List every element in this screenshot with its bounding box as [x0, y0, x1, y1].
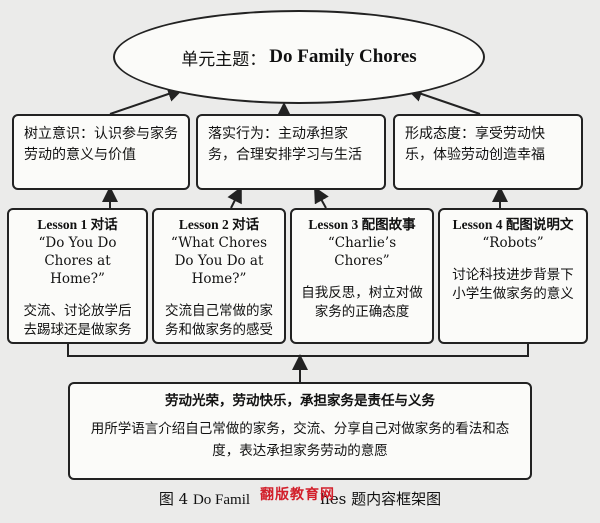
summary-title: 劳动光荣，劳动快乐，承担家务是责任与义务 — [165, 393, 435, 409]
goal-awareness: 树立意识：认识参与家务劳动的意义与价值 — [12, 114, 190, 190]
lesson-desc: 交流自己常做的家务和做家务的感受 — [165, 303, 273, 338]
arrow-l2 — [227, 186, 242, 209]
lesson-desc: 自我反思，树立对做家务的正确态度 — [301, 285, 423, 320]
goal-text: 形成态度：享受劳动快乐，体验劳动创造幸福 — [405, 126, 545, 163]
arrow-l3 — [314, 186, 329, 209]
figure-caption: 图 4 Do Famil hes 题内容框架图 — [0, 488, 600, 509]
summary-body: 用所学语言介绍自己常做的家务，交流、分享自己对做家务的看法和态度，表达承担家务劳… — [90, 421, 510, 459]
lesson-head: Lesson 1 对话 — [37, 217, 118, 232]
bracket-line — [67, 344, 529, 357]
arrow-goal3-to-theme — [406, 86, 481, 115]
lesson-2: Lesson 2 对话 “What Chores Do You Do at Ho… — [152, 208, 286, 344]
lesson-1: Lesson 1 对话 “Do You Do Chores at Home?” … — [7, 208, 148, 344]
lesson-title: “Robots” — [482, 235, 544, 251]
arrow-goal1-to-theme — [109, 86, 184, 115]
goal-text: 树立意识：认识参与家务劳动的意义与价值 — [24, 126, 178, 163]
goal-action: 落实行为：主动承担家务，合理安排学习与生活 — [196, 114, 386, 190]
unit-theme: 单元主题： Do Family Chores — [113, 10, 485, 104]
lesson-title: “What Chores Do You Do at Home?” — [170, 235, 268, 287]
lesson-desc: 讨论科技进步背景下小学生做家务的意义 — [452, 267, 574, 302]
goal-attitude: 形成态度：享受劳动快乐，体验劳动创造幸福 — [393, 114, 583, 190]
caption-name: Do Famil — [192, 492, 251, 508]
lesson-3: Lesson 3 配图故事 “Charlie’s Chores” 自我反思，树立… — [290, 208, 434, 344]
caption-prefix: 图 4 — [158, 490, 189, 508]
lesson-desc: 交流、讨论放学后去踢球还是做家务 — [23, 303, 132, 338]
caption-suffix: 题内容框架图 — [351, 490, 442, 508]
watermark-logo: 翻版教育网 — [260, 484, 335, 504]
lesson-4: Lesson 4 配图说明文 “Robots” 讨论科技进步背景下小学生做家务的… — [438, 208, 588, 344]
lesson-title: “Charlie’s Chores” — [327, 235, 397, 269]
watermark-text: 翻版教育网 — [260, 487, 335, 503]
caption-mid: hes — [320, 490, 347, 508]
lesson-head: Lesson 2 对话 — [178, 217, 260, 232]
lesson-head: Lesson 4 配图说明文 — [452, 217, 574, 232]
summary-box: 劳动光荣，劳动快乐，承担家务是责任与义务 用所学语言介绍自己常做的家务，交流、分… — [68, 382, 532, 480]
goal-text: 落实行为：主动承担家务，合理安排学习与生活 — [208, 126, 362, 163]
lesson-head: Lesson 3 配图故事 — [308, 217, 416, 232]
lesson-title: “Do You Do Chores at Home?” — [38, 235, 117, 287]
theme-prefix: 单元主题： — [181, 49, 267, 70]
theme-name: Do Family Chores — [269, 46, 417, 67]
